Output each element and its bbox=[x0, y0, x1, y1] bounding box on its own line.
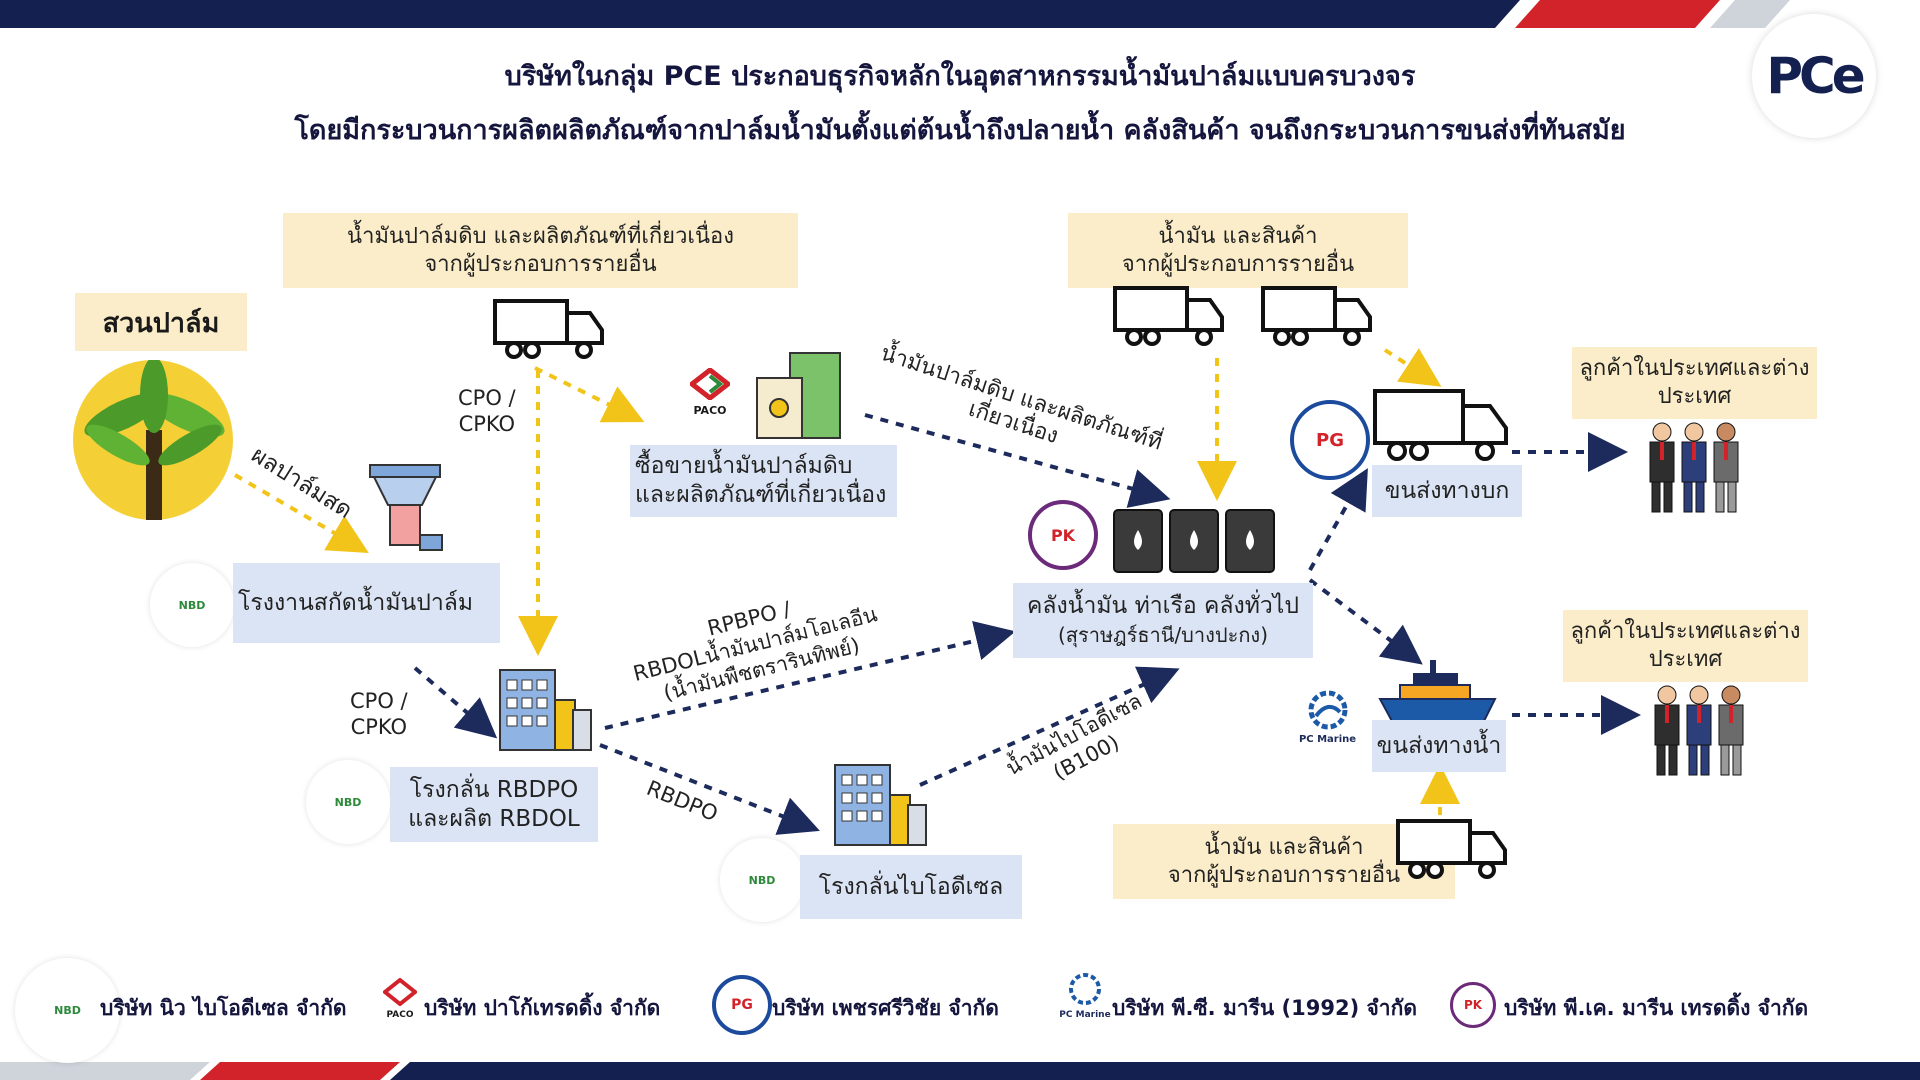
oil-barrels-icon bbox=[1113, 509, 1275, 573]
nbd-logo-refinery: NBD bbox=[306, 760, 390, 844]
biodiesel-plant-box: โรงกลั่นไบโอดีเซล bbox=[800, 855, 1022, 919]
land-transport-box: ขนส่งทางบก bbox=[1372, 465, 1522, 517]
footer-nbd-logo: NBD bbox=[15, 958, 120, 1063]
cpo-cpko-label-1: CPO / CPKO bbox=[458, 386, 516, 436]
footer-paco-logo: PACO bbox=[378, 977, 422, 1020]
nbd-logo-extraction: NBD bbox=[150, 563, 234, 647]
footer-pc-marine-logo: PC Marine bbox=[1052, 972, 1118, 1020]
footer-company-1: บริษัท นิว ไบโอดีเซล จำกัด bbox=[100, 996, 347, 1020]
truck-icon-supplier-top-1 bbox=[1113, 286, 1224, 346]
palm-tree-icon bbox=[73, 360, 233, 520]
paco-mark-icon bbox=[687, 366, 733, 402]
pce-logo: PCe bbox=[1752, 14, 1876, 138]
footer-company-4: บริษัท พี.ซี. มารีน (1992) จำกัด bbox=[1112, 996, 1417, 1020]
supplier-oil-top-box: น้ำมัน และสินค้า จากผู้ประกอบการรายอื่น bbox=[1068, 213, 1408, 288]
customers-people-icon-top bbox=[1649, 422, 1739, 513]
nbd-logo-biodiesel: NBD bbox=[720, 838, 804, 922]
arrow-biodiesel-to-depot bbox=[919, 666, 1180, 787]
footer-company-3: บริษัท เพชรศรีวิชัย จำกัด bbox=[772, 996, 999, 1020]
footer-pc-marine-icon bbox=[1069, 973, 1101, 1005]
paco-logo-trading: PACO bbox=[685, 366, 735, 423]
arrow-palm-to-extraction bbox=[233, 473, 369, 554]
customers-people-icon-bottom bbox=[1654, 685, 1744, 776]
footer-paco-mark-icon bbox=[381, 977, 419, 1007]
refinery-box: โรงกลั่น RBDPO และผลิต RBDOL bbox=[390, 767, 598, 842]
extraction-machine-icon bbox=[369, 464, 443, 551]
footer-company-2: บริษัท ปาโก้เทรดดิ้ง จำกัด bbox=[424, 996, 661, 1020]
pc-marine-wave-icon bbox=[1308, 690, 1347, 730]
arrow-trucks-to-land bbox=[1383, 348, 1442, 387]
truck-icon-supplier-crude bbox=[493, 299, 604, 359]
refinery-building-icon bbox=[499, 669, 592, 751]
title-line-2: โดยมีกระบวนการผลิตผลิตภัณฑ์จากปาล์มน้ำมั… bbox=[294, 115, 1626, 146]
customers-bottom-box: ลูกค้าในประเทศและต่าง ประเทศ bbox=[1563, 610, 1808, 682]
depot-box: คลังน้ำมัน ท่าเรือ คลังทั่วไป (สุราษฎร์ธ… bbox=[1013, 583, 1313, 658]
truck-icon-supplier-bottom bbox=[1396, 819, 1507, 879]
customers-top-box: ลูกค้าในประเทศและต่าง ประเทศ bbox=[1572, 347, 1817, 419]
title-line-1: บริษัทในกลุ่ม PCE ประกอบธุรกิจหลักในอุตส… bbox=[504, 61, 1416, 92]
biodiesel-building-icon bbox=[834, 764, 927, 846]
footer-company-5: บริษัท พี.เค. มารีน เทรดดิ้ง จำกัด bbox=[1504, 996, 1809, 1020]
water-transport-box: ขนส่งทางน้ำ bbox=[1372, 720, 1506, 772]
ship-icon bbox=[1378, 660, 1497, 724]
arrow-refinery-to-depot bbox=[604, 621, 1016, 730]
arrow-depot-to-land bbox=[1308, 468, 1368, 571]
footer-pk-logo: PK bbox=[1450, 982, 1496, 1028]
trading-box: ซื้อขายน้ำมันปาล์มดิบ และผลิตภัณฑ์ที่เกี… bbox=[630, 445, 897, 517]
palm-garden-label: สวนปาล์ม bbox=[75, 293, 247, 351]
pce-logo-text: PCe bbox=[1766, 47, 1865, 105]
footer-pg-logo: PG bbox=[712, 975, 772, 1035]
truck-icon-land bbox=[1373, 389, 1508, 461]
pc-marine-logo-water: PC Marine bbox=[1290, 690, 1365, 760]
arrow-truck-to-trading bbox=[534, 366, 645, 423]
oil-tank-icon bbox=[756, 352, 841, 439]
extraction-plant-box: โรงงานสกัดน้ำมันปาล์ม bbox=[233, 563, 500, 643]
truck-icon-supplier-top-2 bbox=[1261, 286, 1372, 346]
pg-logo-land: PG bbox=[1290, 400, 1370, 480]
arrow-refinery-to-biodiesel bbox=[599, 743, 820, 835]
arrow-extraction-to-refinery bbox=[413, 666, 498, 739]
cpo-cpko-label-2: CPO / CPKO bbox=[350, 689, 408, 739]
arrow-trading-to-depot bbox=[864, 413, 1171, 508]
arrow-depot-to-water bbox=[1308, 578, 1423, 665]
supplier-crude-box: น้ำมันปาล์มดิบ และผลิตภัณฑ์ที่เกี่ยวเนื่… bbox=[283, 213, 798, 288]
pk-logo-depot: PK bbox=[1028, 500, 1098, 570]
